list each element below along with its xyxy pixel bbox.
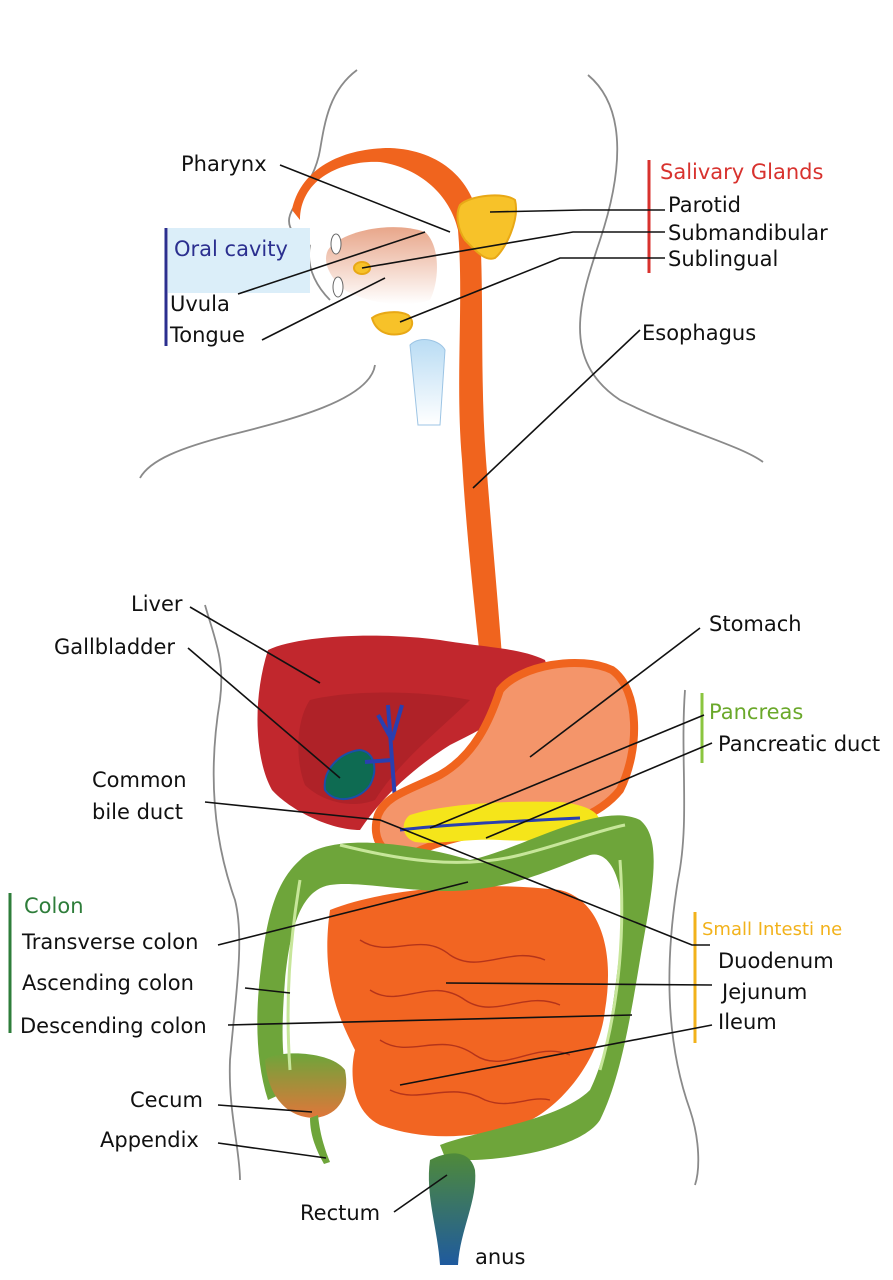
appendix xyxy=(310,1115,330,1164)
pancreas-label: Pancreas xyxy=(709,700,803,724)
transverse-colon-label: Transverse colon xyxy=(21,930,198,954)
common-bile-duct-label-line1: Common xyxy=(92,768,187,792)
colon-highlights xyxy=(286,823,626,1071)
common-bile-duct-label-line2: bile duct xyxy=(92,800,183,824)
small-intestine-label: Small Intesti ne xyxy=(702,919,842,940)
pancreatic-duct xyxy=(399,816,581,832)
jejunum-label: Jejunum xyxy=(720,980,807,1004)
colon xyxy=(257,815,654,1170)
liver-label: Liver xyxy=(131,592,183,616)
upper-teeth xyxy=(330,233,342,255)
oral-cavity-label: Oral cavity xyxy=(174,237,288,261)
body-outline xyxy=(139,69,764,1186)
pharynx-label: Pharynx xyxy=(181,152,267,176)
intestine-folds xyxy=(359,939,571,1105)
salivary-glands-label: Salivary Glands xyxy=(660,160,823,184)
pancreatic-duct-label: Pancreatic duct xyxy=(718,732,880,756)
trachea xyxy=(409,339,446,426)
small-intestine xyxy=(327,886,608,1137)
colon-label: Colon xyxy=(24,894,84,918)
rectum-label: Rectum xyxy=(300,1201,380,1225)
rectum xyxy=(428,1153,476,1265)
leader-lines xyxy=(187,164,713,1213)
appendix-label: Appendix xyxy=(100,1128,199,1152)
ileum-label: Ileum xyxy=(718,1010,777,1034)
sublingual-label: Sublingual xyxy=(668,247,778,271)
tongue-label: Tongue xyxy=(169,323,245,347)
duodenum-label: Duodenum xyxy=(718,949,834,973)
oral-cavity-highlight xyxy=(168,228,310,293)
esophagus-label: Esophagus xyxy=(642,321,756,345)
descending-colon-label: Descending colon xyxy=(20,1014,207,1038)
submandibular-label: Submandibular xyxy=(668,221,828,245)
gallbladder-label: Gallbladder xyxy=(54,635,175,659)
lower-teeth xyxy=(332,276,344,298)
tongue xyxy=(325,227,437,305)
cecum xyxy=(265,1053,347,1118)
ascending-colon-label: Ascending colon xyxy=(22,971,194,995)
uvula-label: Uvula xyxy=(170,292,230,316)
parotid-label: Parotid xyxy=(668,193,741,217)
anus-label: anus xyxy=(475,1245,525,1269)
cecum-label: Cecum xyxy=(130,1088,203,1112)
stomach-label: Stomach xyxy=(709,612,802,636)
